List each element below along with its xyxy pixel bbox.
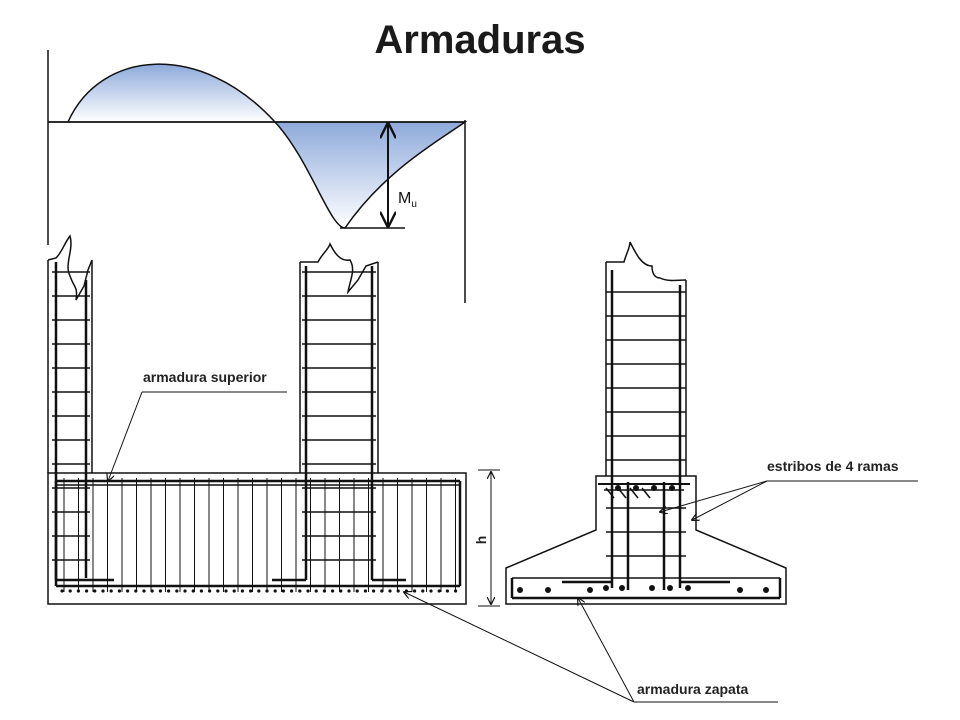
footing-bottom-bar-dot: [142, 589, 146, 593]
footing-bottom-bar-dot: [191, 589, 195, 593]
section-bar-dot: [587, 587, 593, 593]
footing-bottom-bar-dot: [372, 589, 376, 593]
leader-armadura-superior: [108, 391, 143, 481]
section-bar-dot: [615, 485, 621, 491]
section-bar-dot: [619, 585, 625, 591]
leader-zapata-elevation: [404, 592, 635, 703]
section-bar-dot: [763, 587, 769, 593]
section-bar-dot: [545, 587, 551, 593]
column-mid-break: [300, 242, 379, 295]
footing-bottom-bar-dot: [355, 589, 359, 593]
footing-bottom-bar-dot: [429, 589, 433, 593]
label-armadura-superior: armadura superior: [143, 369, 267, 385]
section-bar-dot: [633, 485, 639, 491]
footing-bottom-bar-dot: [93, 589, 97, 593]
footing-bottom-bar-dot: [240, 589, 244, 593]
footing-bottom-bar-dot: [60, 589, 64, 593]
section-outline: [505, 475, 787, 605]
section-bar-dot: [603, 585, 609, 591]
footing-section: [505, 241, 787, 605]
column-left-break: [47, 234, 93, 301]
footing-bottom-bar-dot: [380, 589, 384, 593]
footing-bottom-bar-dot: [208, 589, 212, 593]
footing-bottom-bar-dot: [314, 589, 318, 593]
footing-bottom-bar-dot: [117, 589, 121, 593]
footing-bottom-bar-dot: [183, 589, 187, 593]
footing-bottom-bar-dot: [413, 589, 417, 593]
section-hook-mark: [629, 487, 639, 499]
footing-bottom-bar-dot: [199, 589, 203, 593]
moment-label: Mu: [398, 190, 417, 210]
footing-elevation: [47, 234, 467, 605]
footing-bottom-bar-dot: [273, 589, 277, 593]
footing-bottom-bar-dot: [150, 589, 154, 593]
footing-bottom-bar-dot: [232, 589, 236, 593]
elevation-bottom-bars: [60, 589, 458, 593]
footing-bottom-bar-dot: [134, 589, 138, 593]
callouts: armadura superior estribos de 4 ramas ar…: [108, 369, 918, 703]
moment-negative-area: [273, 121, 468, 229]
footing-bottom-bar-dot: [396, 589, 400, 593]
footing-bottom-bar-dot: [224, 589, 228, 593]
footing-bottom-bar-dot: [109, 589, 113, 593]
footing-bottom-bar-dot: [339, 589, 343, 593]
footing-bottom-bar-dot: [257, 589, 261, 593]
leader-estribos-2: [692, 480, 768, 520]
section-bar-dot: [649, 585, 655, 591]
moment-positive-area: [48, 63, 277, 123]
section-bar-dot: [669, 485, 675, 491]
footing-bottom-bar-dot: [290, 589, 294, 593]
moment-symbol: M: [398, 190, 411, 207]
footing-bottom-bar-dot: [281, 589, 285, 593]
section-bar-dot: [651, 485, 657, 491]
section-hook-mark: [605, 487, 615, 499]
footing-bottom-bar-dot: [298, 589, 302, 593]
footing-bottom-bar-dot: [363, 589, 367, 593]
footing-bottom-bar-dot: [158, 589, 162, 593]
page-title: Armaduras: [374, 18, 586, 62]
section-bar-dot: [685, 585, 691, 591]
footing-bottom-bar-dot: [388, 589, 392, 593]
footing-bottom-bar-dot: [265, 589, 269, 593]
footing-bottom-bar-dot: [68, 589, 72, 593]
footing-bottom-bar-dot: [249, 589, 253, 593]
moment-subscript: u: [411, 199, 417, 210]
footing-bottom-bar-dot: [445, 589, 449, 593]
footing-outline: [47, 472, 467, 605]
footing-bottom-bar-dot: [331, 589, 335, 593]
footing-bottom-bar-dot: [437, 589, 441, 593]
footing-bottom-bar-dot: [76, 589, 80, 593]
height-label: h: [473, 536, 489, 545]
footing-bottom-bar-dot: [216, 589, 220, 593]
footing-bottom-bar-dot: [85, 589, 89, 593]
section-hook-mark: [641, 487, 651, 499]
footing-bottom-bar-dot: [454, 589, 458, 593]
footing-bottom-bar-dot: [306, 589, 310, 593]
footing-bottom-bar-dot: [126, 589, 130, 593]
footing-bottom-bar-dot: [322, 589, 326, 593]
footing-bottom-bar-dot: [421, 589, 425, 593]
footing-bottom-bar-dot: [101, 589, 105, 593]
leader-zapata-section: [578, 598, 635, 703]
leader-estribos-1: [660, 480, 768, 512]
section-rebar: [510, 270, 782, 600]
label-estribos: estribos de 4 ramas: [767, 458, 899, 474]
label-armadura-zapata: armadura zapata: [637, 681, 748, 697]
height-dimension: h: [473, 469, 500, 607]
footing-bottom-bar-dot: [175, 589, 179, 593]
footing-bottom-bar-dot: [167, 589, 171, 593]
footing-bottom-bar-dot: [347, 589, 351, 593]
section-bar-dot: [737, 587, 743, 593]
section-bar-dot: [517, 587, 523, 593]
elevation-rebar: [52, 262, 462, 592]
section-bar-dot: [667, 585, 673, 591]
section-column-break: [606, 241, 687, 282]
moment-diagram: Mu: [47, 50, 468, 303]
